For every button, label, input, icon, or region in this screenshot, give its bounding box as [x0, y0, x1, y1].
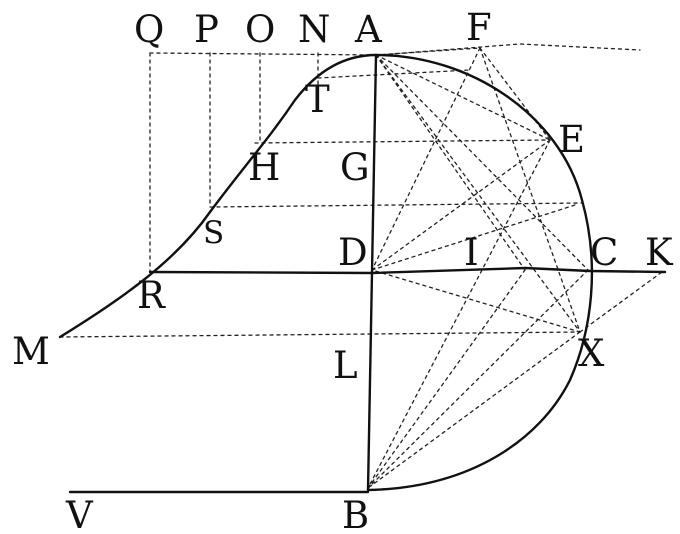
- chord-m-l-x: [59, 331, 581, 338]
- top-dotted-line: [149, 43, 641, 56]
- ray-a-e: [375, 54, 551, 141]
- ray-d-x-upper: [371, 204, 576, 271]
- construction-lines: [59, 43, 663, 489]
- ray-f-d: [371, 47, 481, 271]
- ray-b-i: [367, 269, 526, 489]
- label-p: P: [194, 8, 219, 51]
- label-d: D: [338, 231, 368, 274]
- label-r: R: [137, 274, 166, 317]
- label-h: H: [248, 146, 280, 189]
- ray-e-d: [371, 139, 551, 271]
- ray-f-x: [479, 47, 581, 333]
- label-q: Q: [134, 8, 164, 51]
- ray-f-e: [479, 47, 551, 141]
- label-o: O: [245, 8, 275, 51]
- label-t: T: [305, 78, 330, 121]
- label-v: V: [65, 494, 94, 534]
- label-x: X: [578, 332, 605, 375]
- point-labels: Q P O N A F T E H G S D I C K R M L X V …: [12, 6, 674, 534]
- solid-lines: [58, 53, 667, 494]
- label-c: C: [590, 231, 618, 274]
- chord-s: [209, 202, 583, 208]
- ray-c-b: [367, 269, 589, 489]
- label-n: N: [298, 8, 330, 51]
- chord-t: [317, 69, 471, 79]
- line-r-k: [148, 266, 667, 275]
- ray-a-f: [375, 47, 481, 56]
- chord-h-g-e: [254, 139, 551, 144]
- label-a: A: [354, 8, 383, 51]
- label-e: E: [558, 118, 585, 161]
- ray-x-b: [367, 331, 581, 489]
- label-g: G: [340, 146, 370, 189]
- label-i: I: [464, 231, 479, 274]
- ray-a-x: [375, 54, 581, 333]
- ray-x-d: [371, 269, 581, 333]
- label-l: L: [333, 344, 358, 387]
- label-b: B: [342, 494, 369, 534]
- ray-a-i: [375, 54, 526, 271]
- ray-e-b: [367, 139, 551, 489]
- ray-a-c: [375, 54, 589, 271]
- label-k: K: [645, 231, 674, 274]
- ray-x-k: [579, 271, 663, 333]
- label-f: F: [466, 6, 492, 49]
- label-s: S: [203, 215, 224, 251]
- main-curve: [58, 53, 594, 492]
- label-m: M: [12, 330, 50, 373]
